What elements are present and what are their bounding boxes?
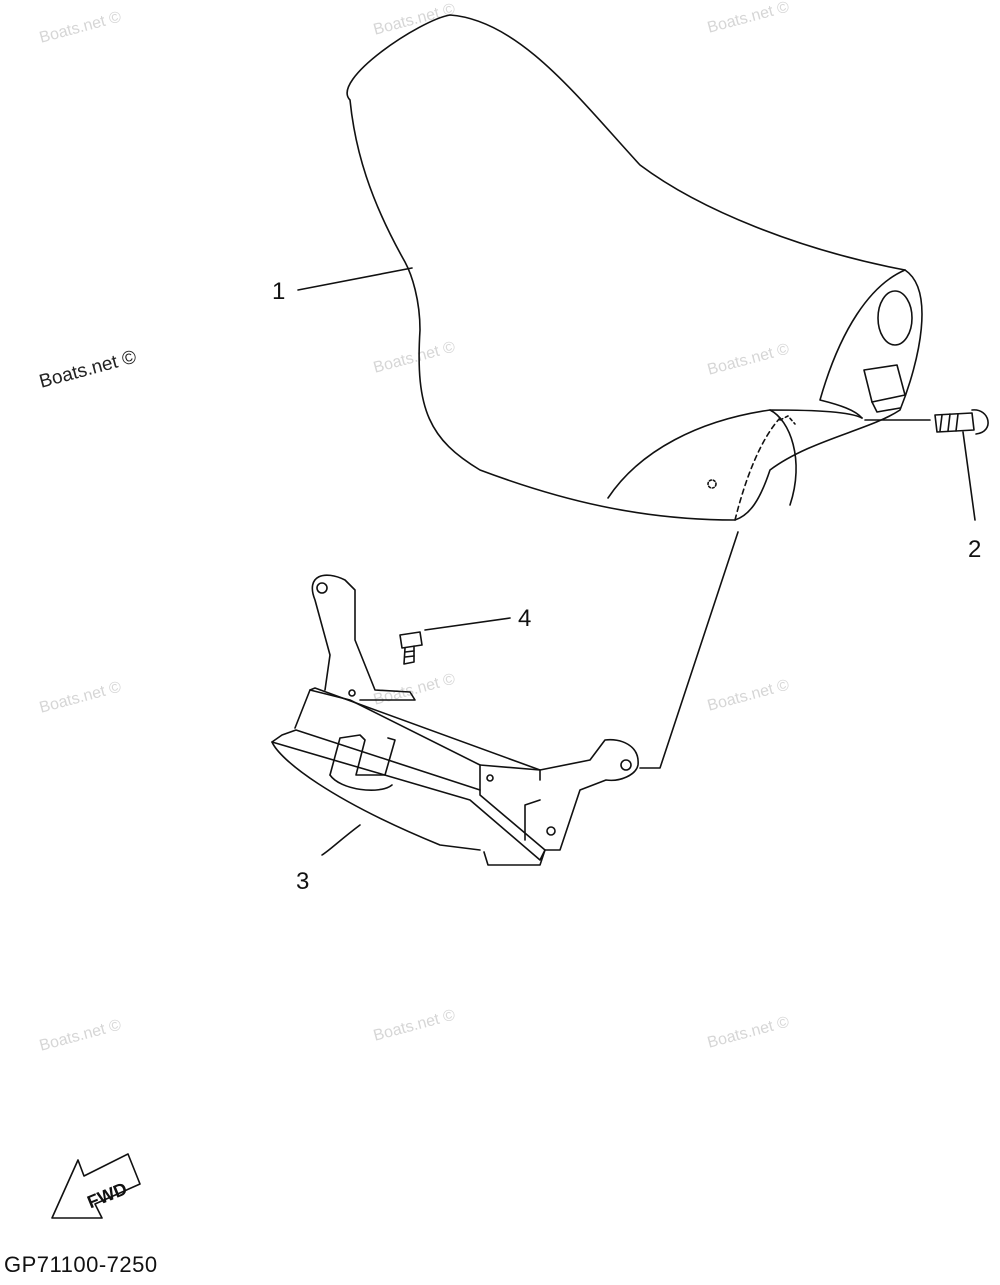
diagram-code: GP71100-7250 xyxy=(4,1252,158,1277)
callout-3: 3 xyxy=(296,868,310,895)
bracket-part xyxy=(271,574,639,866)
callout-2: 2 xyxy=(968,536,982,563)
leader-line-4 xyxy=(424,617,511,631)
leader-line-1 xyxy=(297,267,413,291)
screw-part xyxy=(399,631,423,665)
bolt-part xyxy=(864,409,989,435)
fwd-arrow-label: FWD xyxy=(84,1178,129,1212)
callout-1: 1 xyxy=(272,278,286,305)
leader-line-2 xyxy=(962,431,976,521)
leader-line-1-bracket xyxy=(639,531,739,769)
seat-part xyxy=(346,14,923,521)
leader-line-3 xyxy=(321,824,361,856)
callout-4: 4 xyxy=(518,605,532,632)
fwd-arrow-icon xyxy=(51,1153,141,1219)
